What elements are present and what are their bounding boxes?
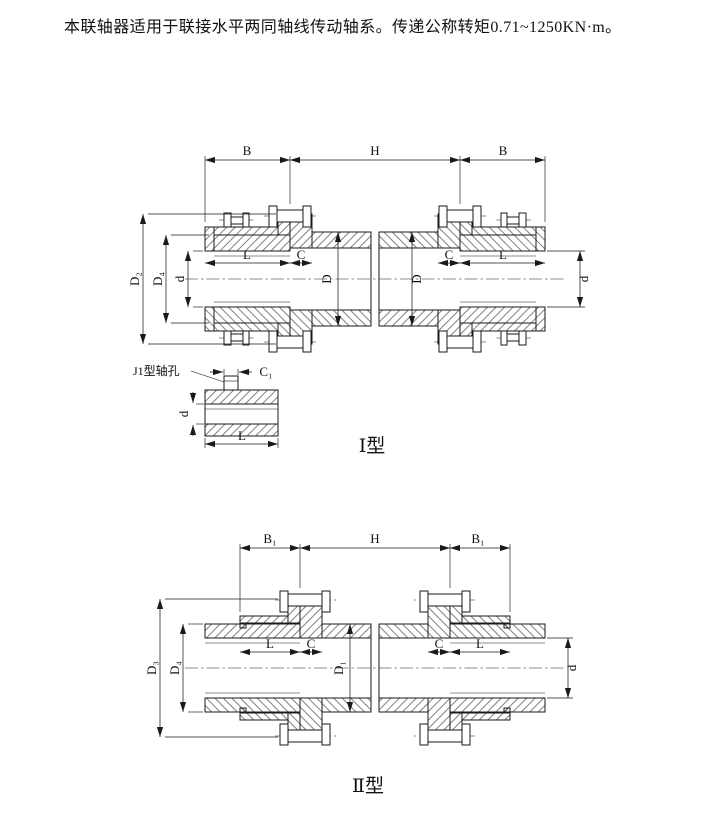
dim-label-c-right: C xyxy=(435,636,444,651)
dim-label-c-left: C xyxy=(307,636,316,651)
dim-label-b1-left: B₁ xyxy=(263,531,276,546)
type2-right-dimensions: d xyxy=(547,637,579,699)
end-bolt-head xyxy=(223,212,232,228)
leader-line xyxy=(190,370,225,383)
flange-bolt-nut xyxy=(302,205,312,228)
dim-label-d-bore-right: d xyxy=(576,275,591,282)
dim-label-detail-l: L xyxy=(238,428,246,443)
type2-upper-half xyxy=(204,590,546,669)
dim-label-c1: C₁ xyxy=(259,364,272,379)
dim-label-d-bore-right: d xyxy=(564,664,579,671)
dim-label-d-inner-right: D xyxy=(409,274,424,283)
hub-section xyxy=(213,234,291,252)
type2-spacer-half-right xyxy=(378,598,451,669)
type2-caption: Ⅱ型 xyxy=(352,775,384,797)
dim-label-d-inner-left: D xyxy=(319,274,334,283)
type2-length-dimensions: L C C L D₁ xyxy=(240,624,510,712)
dim-label-d-bore-left: d xyxy=(172,275,187,282)
spacer-tube-section xyxy=(321,623,372,639)
dim-label-d4: D₄ xyxy=(167,661,182,675)
detail-bore xyxy=(204,403,279,425)
type1-top-dimensions: B H B xyxy=(204,143,546,222)
dim-label-c-right: C xyxy=(445,247,454,262)
end-bolt-shank xyxy=(230,216,244,225)
type1-half-assembly xyxy=(204,205,316,257)
type2-drawing: B₁ H B₁ D₃ D₄ L C C xyxy=(144,531,579,797)
flange-bolt-head xyxy=(268,205,278,228)
flange-bolt-head xyxy=(279,590,289,613)
flange-bolt-shank xyxy=(287,593,323,607)
type1-drawing: B H B D₂ D₄ d xyxy=(127,143,591,457)
type1-right-dimensions: d xyxy=(547,250,591,308)
dim-label-l-right: L xyxy=(476,636,484,651)
detail-plug xyxy=(223,375,239,391)
type1-lower-half xyxy=(205,279,545,352)
spacer-tube-section xyxy=(311,231,372,249)
flange-bolt-shank xyxy=(276,209,304,223)
sleeve-lip-section xyxy=(239,622,247,629)
type1-caption: Ⅰ型 xyxy=(359,435,386,457)
type1-upper-half xyxy=(204,205,546,280)
detail-label: J1型轴孔 xyxy=(133,363,180,378)
type2-spacer-half xyxy=(299,598,372,668)
end-bolt-nut xyxy=(242,212,250,228)
dim-label-l-left: L xyxy=(266,636,274,651)
type2-top-dimensions: B₁ H B₁ xyxy=(239,531,511,612)
type1-bore-detail: J1型轴孔 C₁ d L xyxy=(133,363,279,448)
detail-hub-top-section xyxy=(204,389,279,405)
dim-label-b-right: B xyxy=(499,143,508,158)
type2-left-dimensions: D₃ D₄ xyxy=(144,598,278,738)
dim-label-b-left: B xyxy=(243,143,252,158)
dim-label-detail-d: d xyxy=(176,410,191,417)
type1-length-dimensions: L C C L D D xyxy=(205,232,545,326)
dim-label-h: H xyxy=(370,531,379,546)
dim-label-d3: D₃ xyxy=(144,661,159,675)
dim-label-c-left: C xyxy=(297,247,306,262)
dim-label-l-left: L xyxy=(243,247,251,262)
dim-label-b1-right: B₁ xyxy=(471,531,484,546)
intro-text: 本联轴器适用于联接水平两同轴线传动轴系。传递公称转矩0.71~1250KN·m。 xyxy=(64,19,622,36)
dim-label-d4: D₄ xyxy=(150,272,165,286)
dim-label-d1: D₁ xyxy=(331,661,346,675)
type2-lower-half xyxy=(205,668,545,745)
detail-hub-bottom-section xyxy=(204,423,279,437)
dim-label-h: H xyxy=(370,143,379,158)
sleeve-section xyxy=(213,226,279,236)
dim-label-d2: D₂ xyxy=(127,272,142,286)
hub-section xyxy=(204,623,301,639)
sleeve-section xyxy=(239,615,289,624)
flange-bolt-nut xyxy=(321,590,331,613)
end-plate-section xyxy=(204,226,215,252)
dim-label-l-right: L xyxy=(499,247,507,262)
type1-left-dimensions: D₂ D₄ d xyxy=(127,213,276,345)
type2-half-assembly xyxy=(204,590,336,644)
